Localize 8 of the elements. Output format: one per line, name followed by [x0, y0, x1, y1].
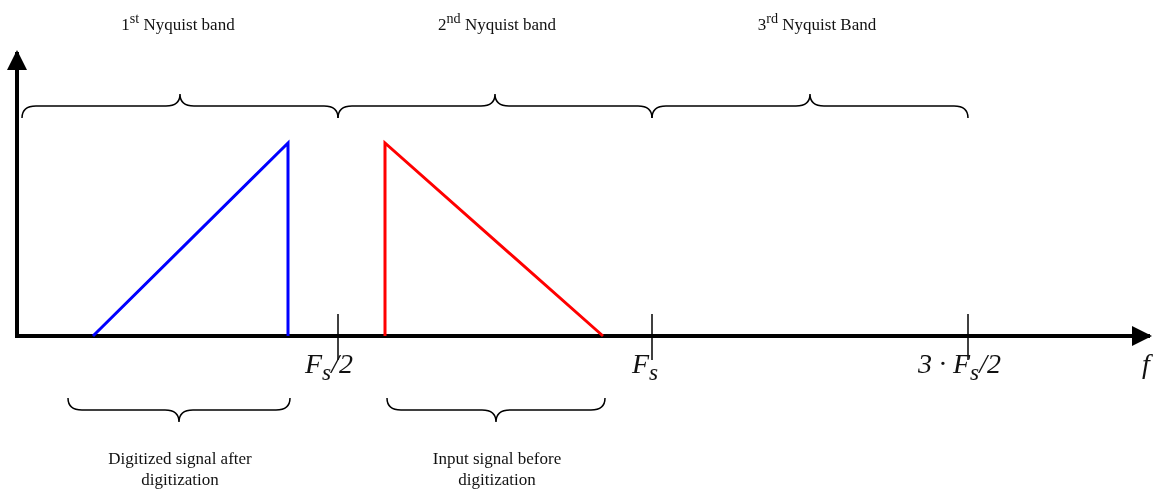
annotation-text: Digitized signal after digitization — [107, 448, 253, 491]
band-label: 2$^{nd}$ Nyquist band — [436, 10, 557, 35]
tick-label: F$_{s}$ — [632, 347, 659, 387]
annotation-text: Input signal before digitization — [431, 448, 563, 491]
band-label: 3$^{rd}$ Nyquist Band — [756, 10, 878, 35]
tick-label: F$_{s}$/2 — [305, 347, 353, 387]
tick-label: 3 · F$_{s}$/2 — [918, 347, 1001, 387]
band-label: 1$^{st}$ Nyquist band — [120, 10, 236, 35]
